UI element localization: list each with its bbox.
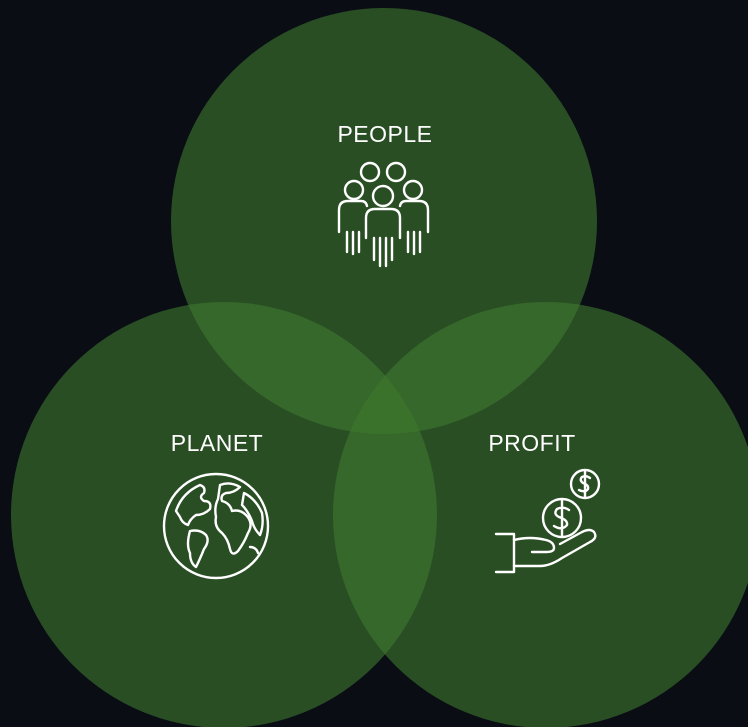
planet-circle — [11, 302, 437, 727]
profit-label: PROFIT — [488, 430, 576, 456]
profit-circle — [333, 302, 748, 727]
planet-label: PLANET — [170, 430, 264, 456]
people-group-icon — [337, 161, 430, 268]
hand-coins-icon — [494, 468, 601, 574]
globe-icon — [162, 472, 270, 580]
people-label: PEOPLE — [337, 121, 433, 147]
